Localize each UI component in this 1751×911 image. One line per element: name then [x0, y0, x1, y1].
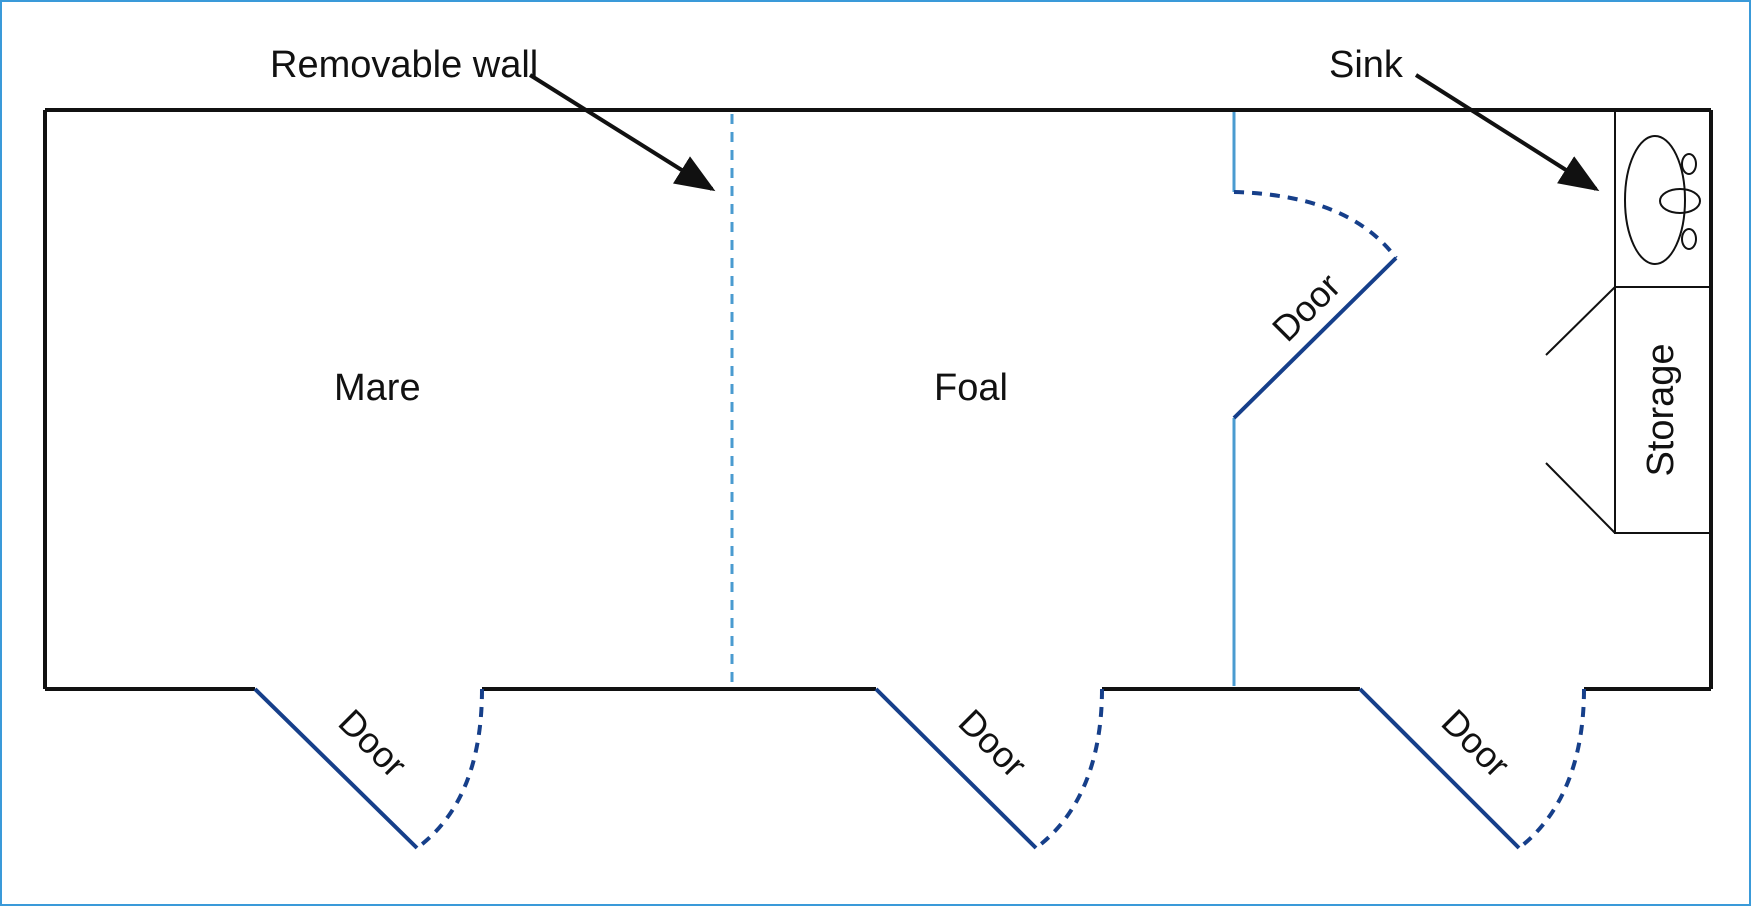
storage-label: Storage: [1640, 343, 1682, 476]
removable-wall-label: Removable wall: [270, 44, 538, 86]
exterior-door-2: [874, 687, 1104, 850]
exterior-door-3: [1358, 687, 1586, 850]
sink-arrow: [1414, 73, 1600, 192]
inner-door-swing: [1233, 190, 1398, 260]
sink-label: Sink: [1329, 44, 1404, 86]
storage-cabinet: [1545, 286, 1711, 534]
sink: [1614, 110, 1711, 288]
building-walls: [43, 108, 1713, 691]
foal-label: Foal: [934, 367, 1008, 409]
inner-door-label: Door: [1264, 265, 1348, 349]
exterior-door-1: [253, 687, 484, 850]
mare-label: Mare: [334, 367, 421, 409]
door-2-label: Door: [951, 701, 1035, 785]
door-1-label: Door: [331, 701, 415, 785]
removable-wall-arrow: [528, 73, 716, 192]
inner-door-leaf: [1232, 256, 1398, 420]
